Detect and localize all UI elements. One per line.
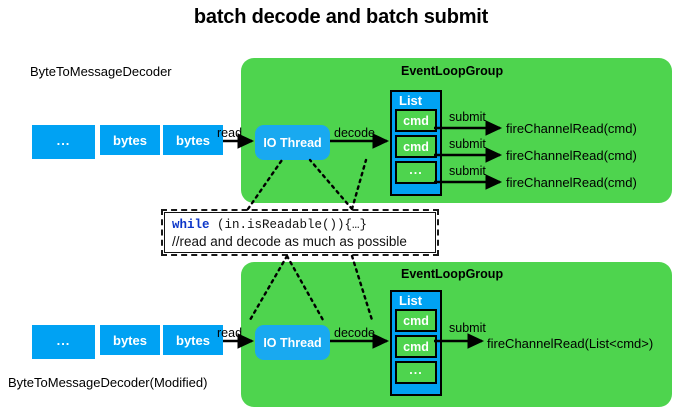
list-item-bottom-0: cmd: [395, 309, 437, 332]
list-title-top: List: [399, 93, 423, 108]
list-item-top-2: ...: [395, 161, 437, 184]
list-item-bottom-2: ...: [395, 361, 437, 384]
decode-label-top: decode: [334, 126, 376, 140]
list-item-bottom-1: cmd: [395, 335, 437, 358]
code-note-line2: //read and decode as much as possible: [172, 234, 407, 249]
byte-block-bottom-0: ...: [32, 325, 95, 359]
firechannelread-bottom-0: fireChannelRead(List<cmd>): [487, 336, 654, 351]
submit-label-top-2: submit: [449, 164, 486, 178]
byte-block-top-2: bytes: [163, 125, 223, 155]
submit-label-bottom-0: submit: [449, 321, 486, 335]
page-title: batch decode and batch submit: [193, 6, 489, 28]
eventloopgroup-label-top: EventLoopGroup: [401, 64, 504, 78]
byte-block-bottom-1: bytes: [100, 325, 160, 355]
eventloopgroup-label-bottom: EventLoopGroup: [401, 267, 504, 281]
read-label-top: read: [217, 126, 243, 140]
io-thread-top: IO Thread: [255, 125, 330, 160]
submit-label-top-0: submit: [449, 110, 486, 124]
submit-label-top-1: submit: [449, 137, 486, 151]
code-note-box: while (in.isReadable()){…} //read and de…: [161, 209, 439, 256]
firechannelread-top-0: fireChannelRead(cmd): [506, 121, 637, 136]
firechannelread-top-1: fireChannelRead(cmd): [506, 148, 637, 163]
decoder-caption-top: ByteToMessageDecoder: [30, 64, 172, 79]
list-item-top-0: cmd: [395, 109, 437, 132]
byte-block-top-1: bytes: [100, 125, 160, 155]
code-note-line1-rest: (in.isReadable()){…}: [209, 218, 368, 232]
decoder-caption-bottom: ByteToMessageDecoder(Modified): [8, 375, 208, 390]
io-thread-bottom: IO Thread: [255, 325, 330, 360]
code-keyword-while: while: [172, 218, 210, 232]
list-box-top: List cmd cmd ...: [390, 90, 442, 196]
byte-block-bottom-2: bytes: [163, 325, 223, 355]
decode-label-bottom: decode: [334, 326, 376, 340]
list-box-bottom: List cmd cmd ...: [390, 290, 442, 396]
byte-block-top-0: ...: [32, 125, 95, 159]
firechannelread-top-2: fireChannelRead(cmd): [506, 175, 637, 190]
read-label-bottom: read: [217, 326, 243, 340]
list-title-bottom: List: [399, 293, 423, 308]
code-note-line1: while (in.isReadable()){…}: [172, 217, 429, 233]
list-item-top-1: cmd: [395, 135, 437, 158]
